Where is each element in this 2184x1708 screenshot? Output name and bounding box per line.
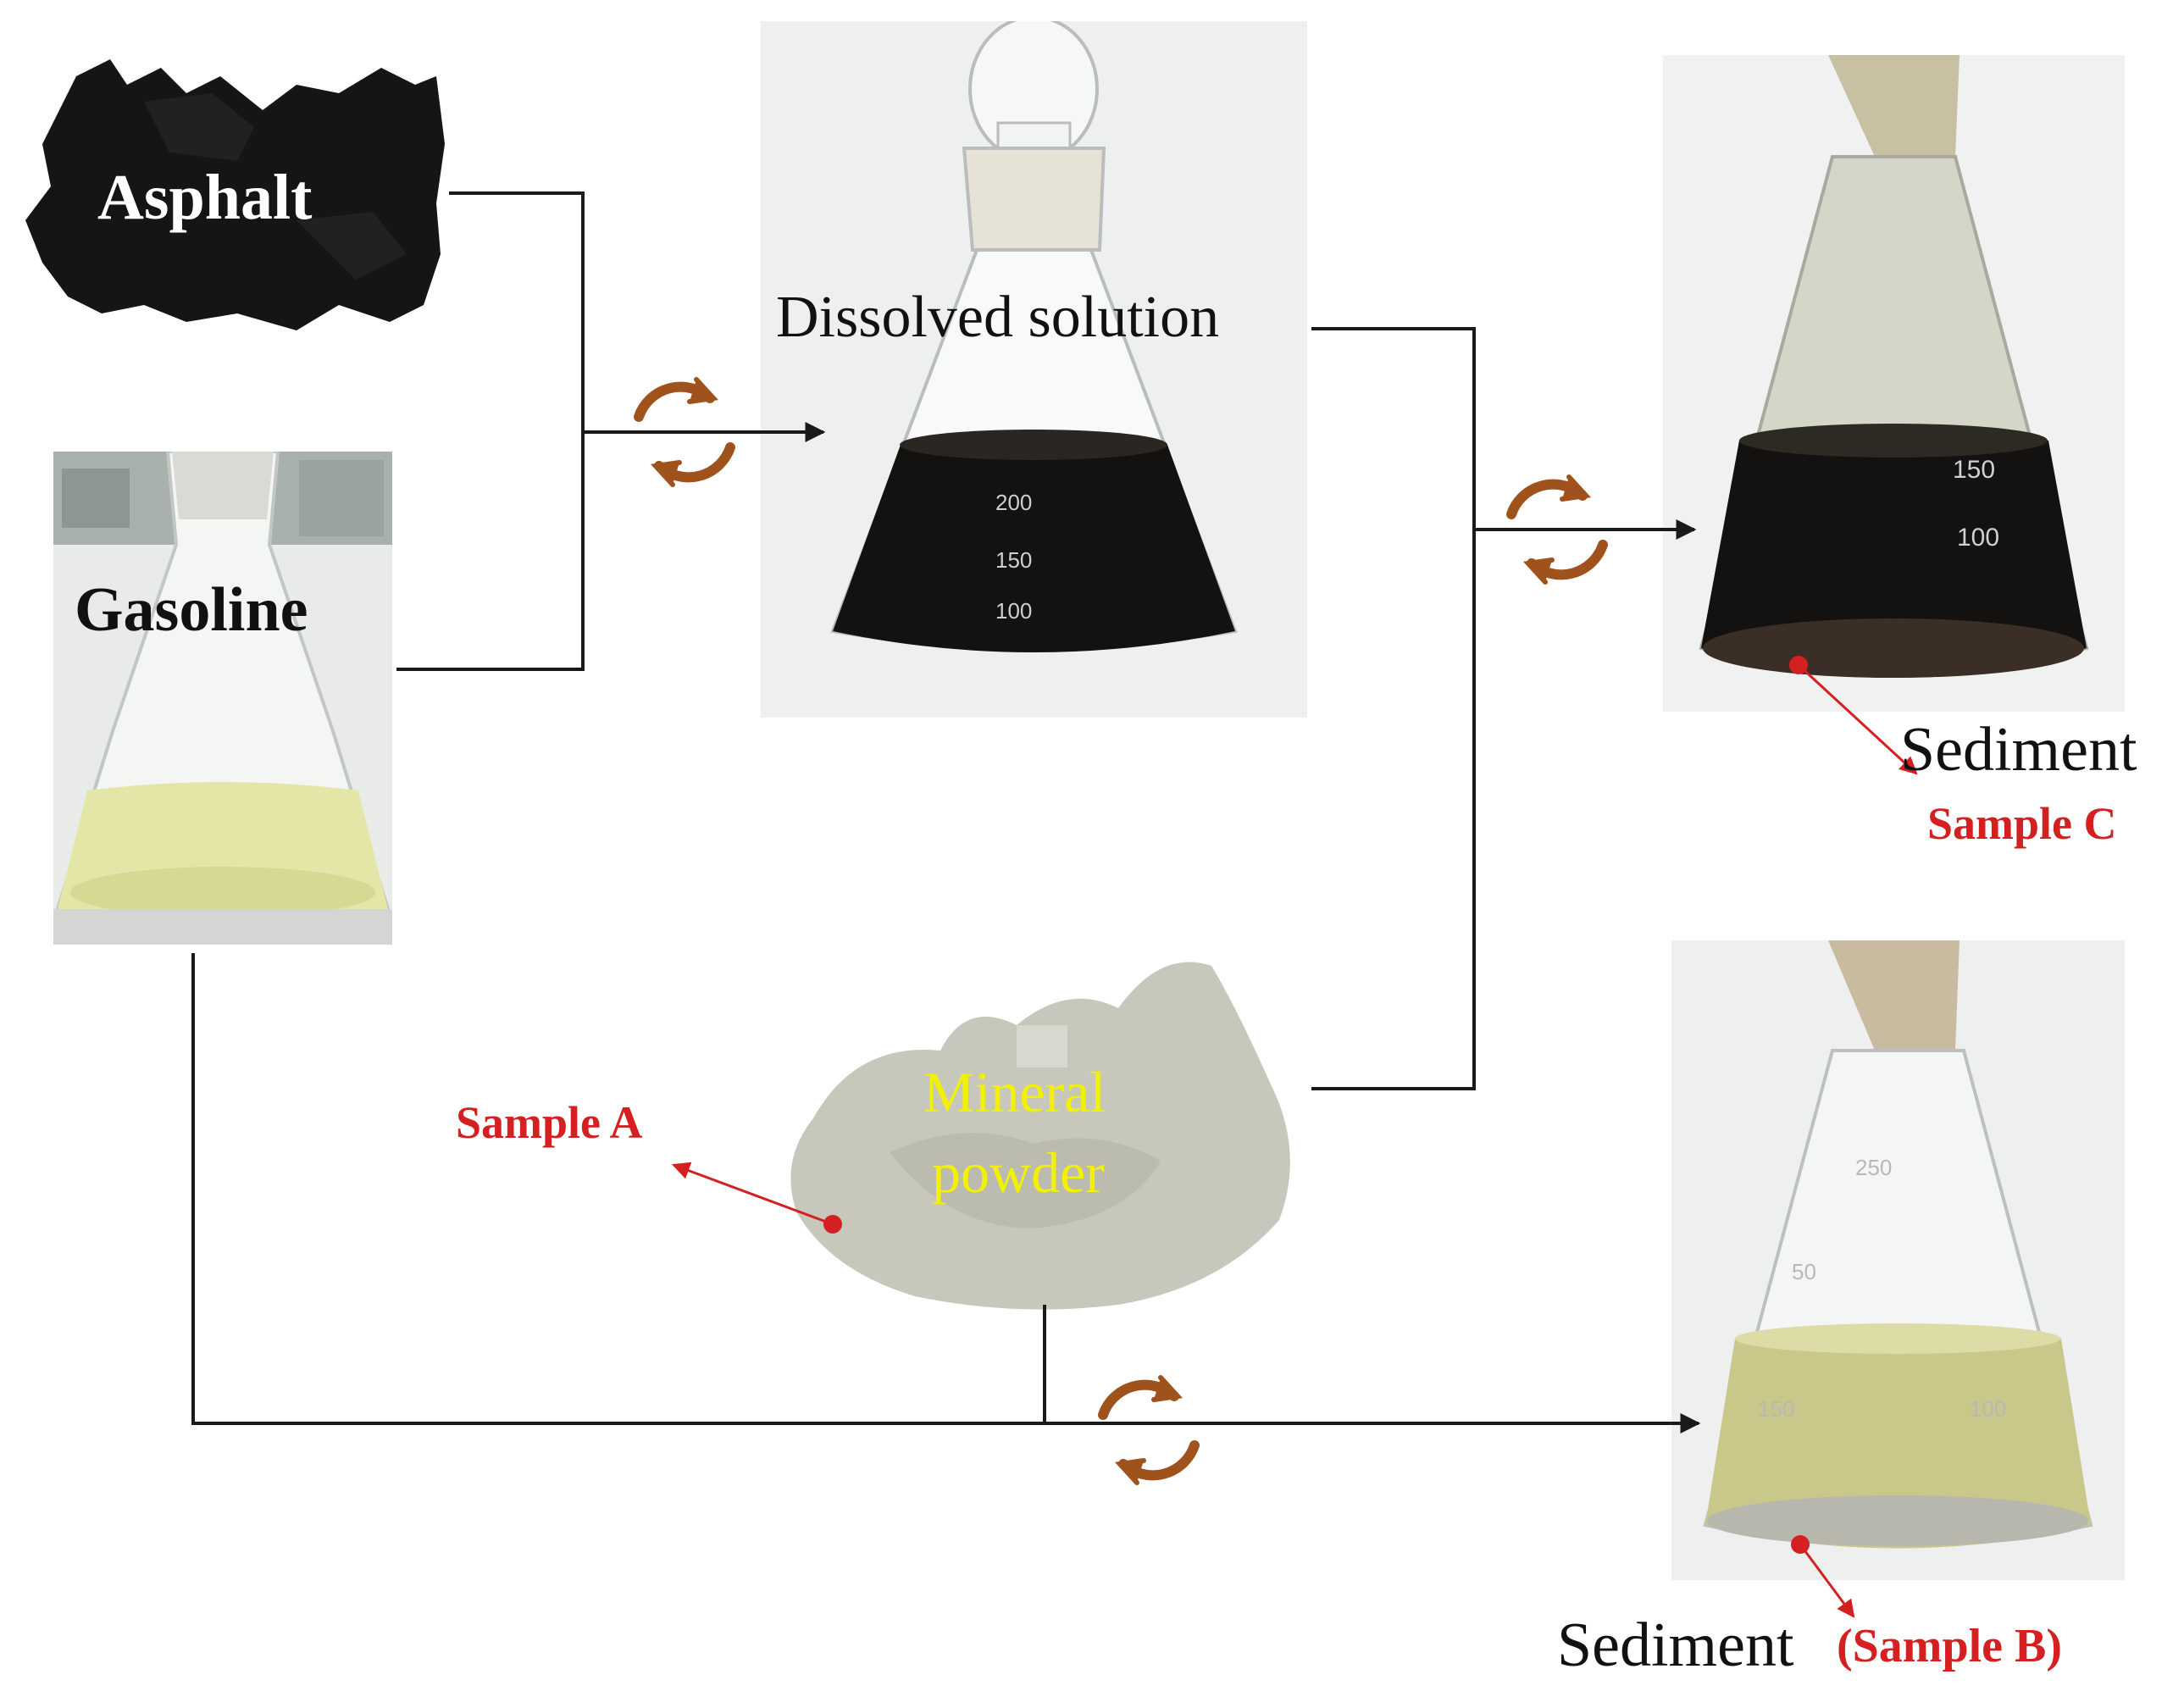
- sample-c-label: Sample C: [1927, 798, 2117, 849]
- mineral-label-line2: powder: [932, 1140, 1105, 1205]
- sediment-b-label: Sediment: [1557, 1611, 1794, 1680]
- gasoline-label: Gasoline: [75, 575, 308, 645]
- asphalt-label: Asphalt: [97, 162, 313, 233]
- mark-250-b: 250: [1855, 1155, 1893, 1180]
- stir-icon-1: [634, 377, 735, 487]
- mark-100-b: 100: [1970, 1396, 2007, 1422]
- mark-150: 150: [995, 547, 1033, 573]
- stir-icon-3: [1098, 1375, 1200, 1485]
- mark-100-c: 100: [1957, 524, 2000, 552]
- sample-a-label: Sample A: [456, 1097, 643, 1148]
- pointer-sample-a: [672, 1162, 834, 1226]
- lower-right-flask-image: [1671, 940, 2125, 1580]
- sample-b-label: (Sample B): [1837, 1620, 2062, 1672]
- line-asphalt: [396, 191, 585, 671]
- dissolved-solution-flask-image: [761, 21, 1307, 718]
- pointer-sample-c: [1797, 663, 1918, 775]
- upper-right-flask-image: [1663, 55, 2125, 712]
- sediment-c-label: Sediment: [1900, 715, 2137, 785]
- mark-150-c: 150: [1953, 456, 1996, 484]
- pointer-sample-b: [1799, 1544, 1855, 1618]
- dissolved-solution-label: Dissolved solution: [776, 285, 1220, 350]
- stir-icon-2: [1506, 474, 1608, 585]
- mark-200: 200: [995, 490, 1033, 515]
- line-dissolved-out: [1311, 327, 1476, 1090]
- asphalt-image: [25, 59, 445, 330]
- mineral-label-line1: Mineral: [923, 1060, 1106, 1124]
- mineral-powder-image: [790, 962, 1290, 1310]
- mark-50-b: 50: [1792, 1259, 1816, 1284]
- gasoline-flask-image: [53, 452, 392, 945]
- mark-100: 100: [995, 598, 1033, 624]
- mark-150-b: 150: [1758, 1396, 1795, 1422]
- line-gasoline-down: [191, 953, 1701, 1434]
